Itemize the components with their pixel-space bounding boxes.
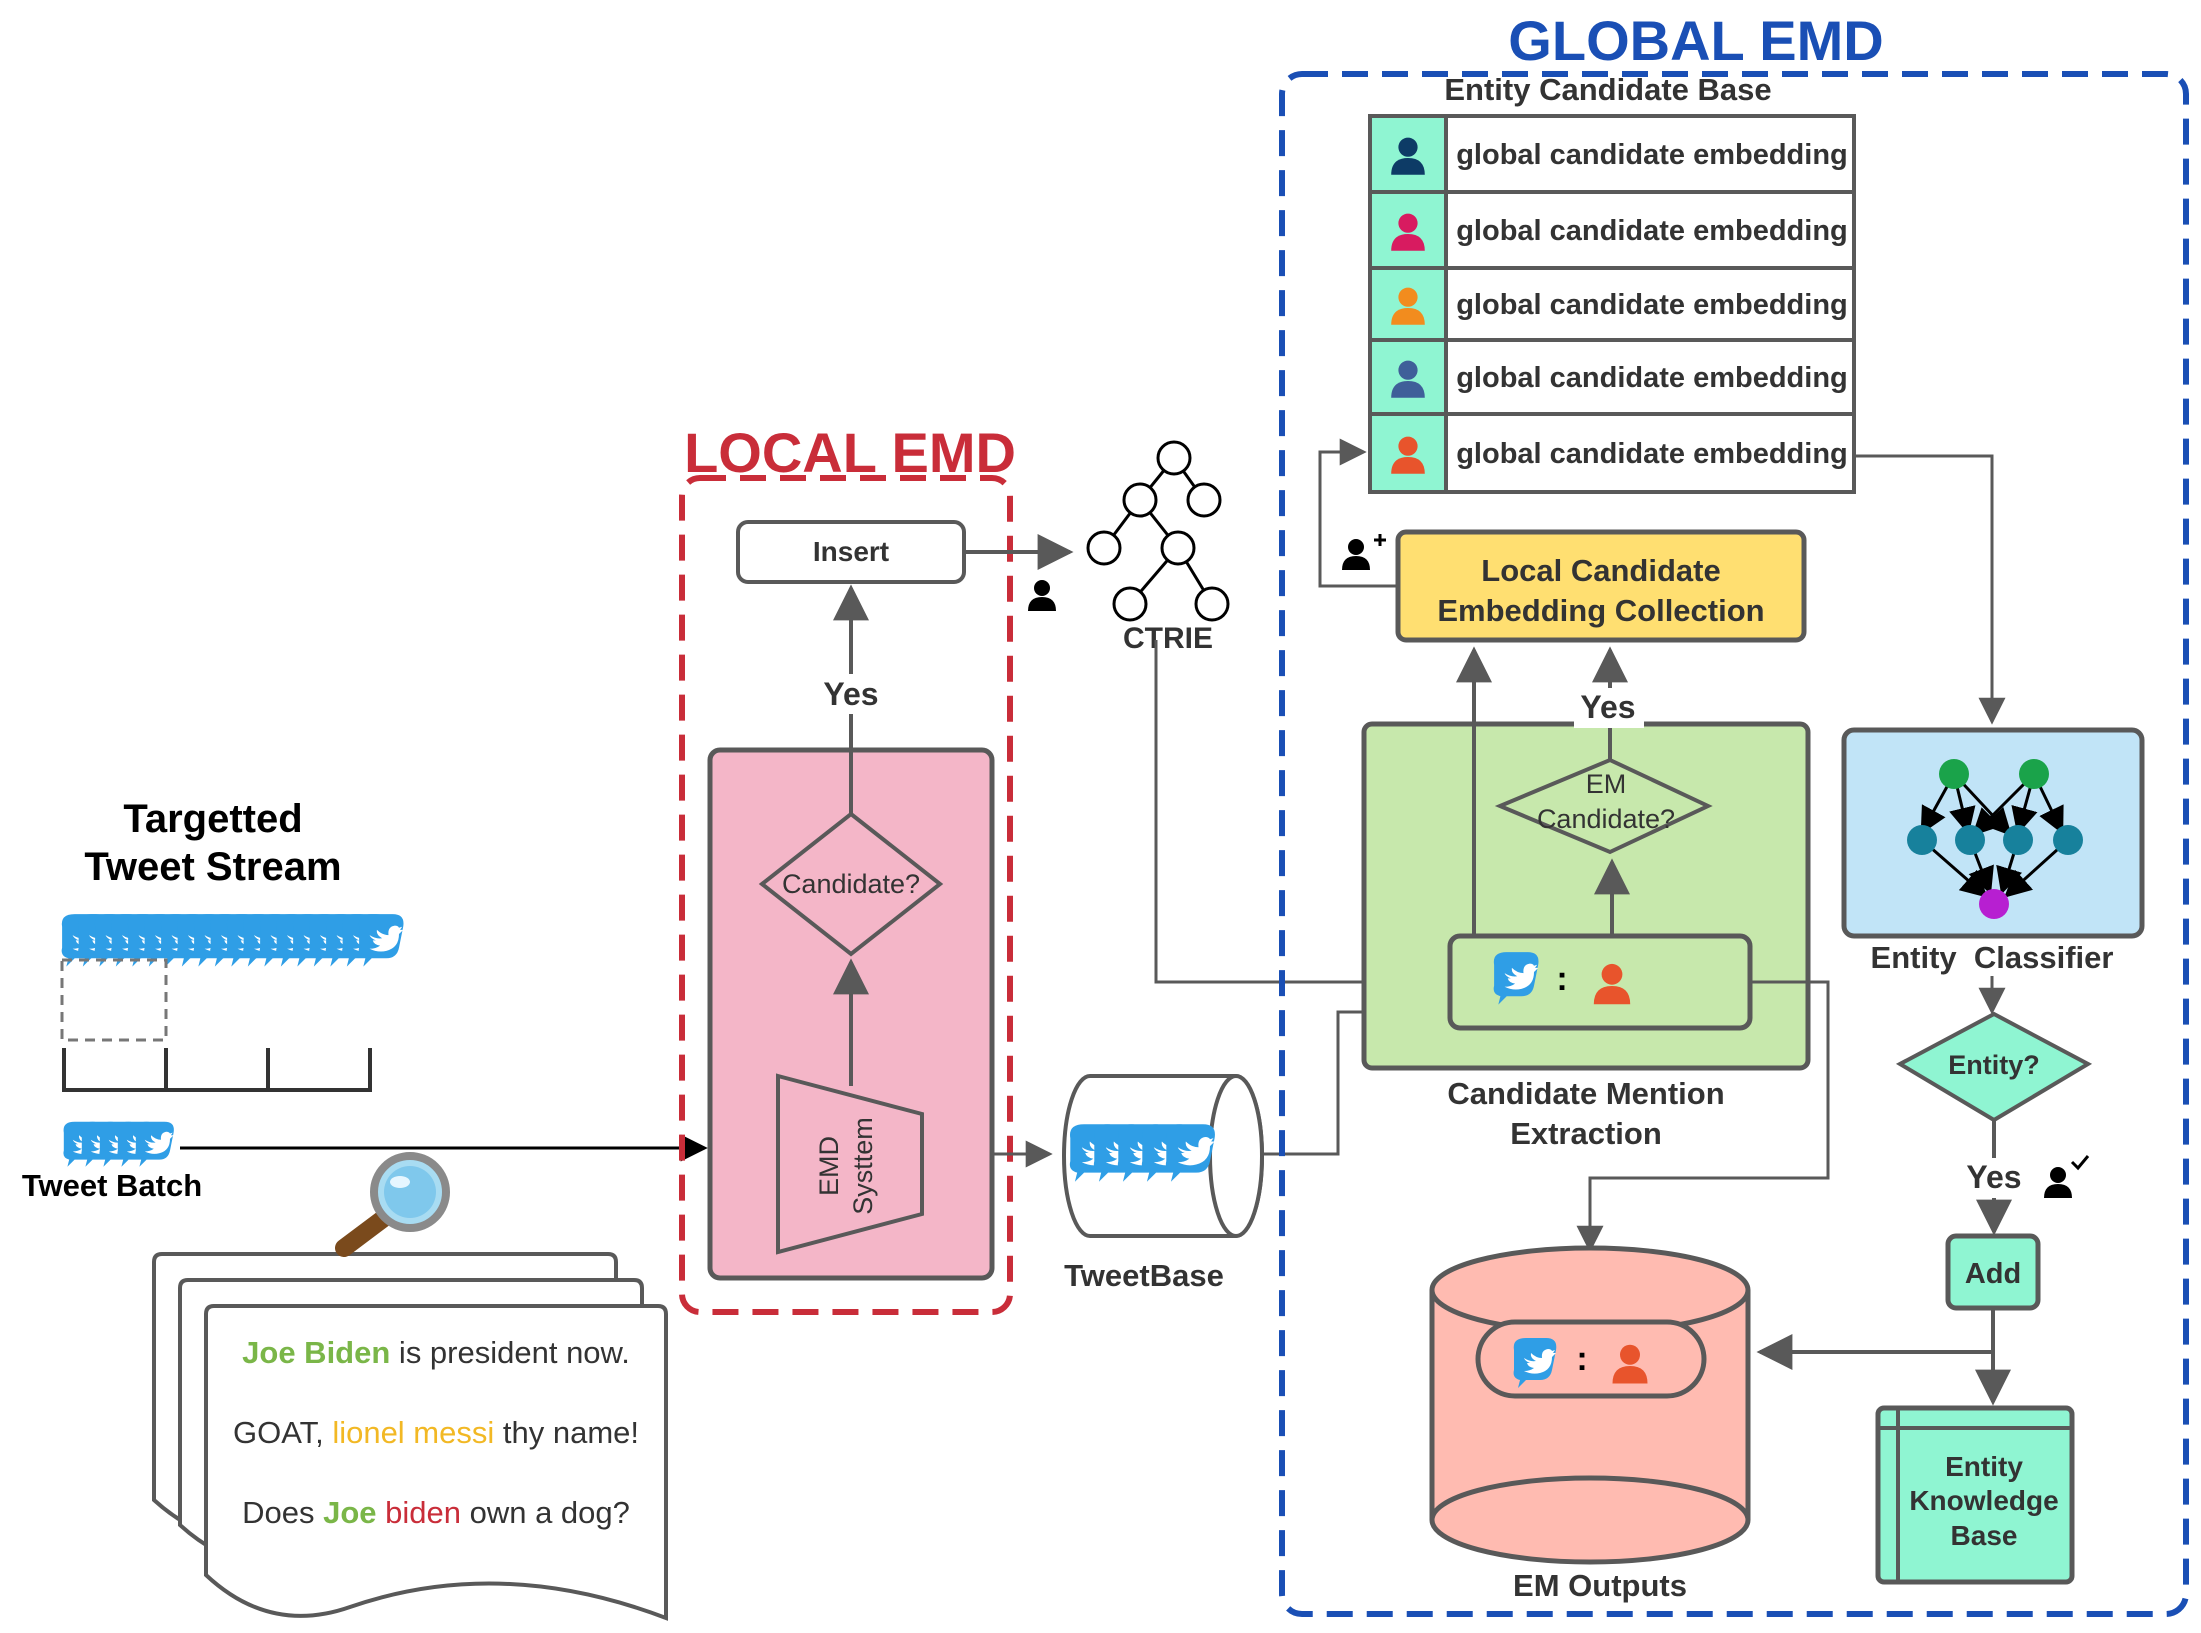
tweet-text-span: Joe Biden [242, 1335, 390, 1370]
em-outputs-base [1429, 1475, 1751, 1521]
tweet-stream-icons [61, 914, 404, 967]
tweet-text-span: biden [377, 1495, 461, 1530]
tweetbase-store [1062, 1074, 1264, 1238]
ecb-text-cell [1444, 190, 1856, 270]
stream-timeline-ruler [62, 1048, 372, 1092]
ecb-to-classifier-arrow [1854, 454, 2006, 725]
tweet-text-span: lionel messi [332, 1415, 494, 1450]
yes-label-bg [1958, 1158, 2030, 1198]
cme-line2: Extraction [1510, 1116, 1662, 1151]
stream-title-line2: Tweet Stream [84, 845, 341, 889]
tweet-batch-icons [63, 1121, 174, 1167]
add-label: Add [1965, 1258, 2021, 1290]
pair-separator: : [1576, 1340, 1587, 1378]
ecb-row-label: global candidate embedding [1456, 362, 1848, 394]
twitter-bird-icon [135, 1121, 174, 1167]
ecb-row-label: global candidate embedding [1456, 215, 1848, 247]
output-pair-box [1475, 1319, 1707, 1399]
ctrie-label: CTRIE [1123, 622, 1213, 655]
candidate-decision [758, 811, 944, 957]
ekb-line1: Entity [1945, 1451, 2023, 1482]
ekb-line2: Knowledge [1909, 1485, 2058, 1516]
tweet-text-2: GOAT, lionel messi thy name! [233, 1415, 639, 1450]
emd-system-line2: Systtem [848, 1117, 878, 1215]
tweet-documents: Joe Biden is president now. GOAT, lionel… [152, 1252, 668, 1621]
global-emd-title: GLOBAL EMD [1508, 9, 1883, 72]
candidate-decision-label: Candidate? [782, 869, 920, 899]
em-candidate-line1: EM [1586, 769, 1627, 799]
emd-system-block [776, 1073, 924, 1255]
ctrie-to-mention-arrow [1154, 640, 1451, 996]
tweet-batch-label: Tweet Batch [22, 1168, 202, 1203]
tweet-text-span: Joe [323, 1495, 376, 1530]
lcec-to-ecb-arrow [1318, 438, 1398, 588]
global-emd-section: GLOBAL EMD Entity Candidate Base global … [1279, 9, 2189, 1617]
em-outputs-top [1429, 1245, 1751, 1335]
tweetbase-label: TweetBase [1064, 1258, 1224, 1293]
em-candidate-decision [1494, 757, 1713, 855]
ecb-row-label: global candidate embedding [1456, 438, 1848, 470]
tweet-text-1: Joe Biden is president now. [242, 1335, 630, 1370]
ecb-row-label: global candidate embedding [1456, 139, 1848, 171]
mention-to-outputs-arrow [1576, 980, 1830, 1253]
em-outputs-label: EM Outputs [1513, 1568, 1687, 1603]
ecb-text-cell [1444, 114, 1856, 194]
insert-label: Insert [813, 536, 889, 567]
ecb-text-cell [1444, 412, 1856, 494]
local-emd-section: LOCAL EMD Insert Candidate? EMD Systtem … [679, 421, 1016, 1315]
local-emd-boundary [679, 475, 1013, 1315]
local-emd-title: LOCAL EMD [684, 421, 1016, 484]
ecb-row: global candidate embedding [1368, 338, 1856, 416]
yes-label-bg [1574, 688, 1644, 728]
person-icon [1028, 580, 1056, 611]
tweet-text-span: GOAT, [233, 1415, 332, 1450]
add-person-icon [1342, 534, 1386, 570]
ecb-title: Entity Candidate Base [1444, 72, 1771, 107]
ecb-row-label: global candidate embedding [1456, 289, 1848, 321]
tweet-text-3: Does Joe biden own a dog? [242, 1495, 630, 1530]
yes-label-bg [818, 674, 884, 714]
stream-title-line1: Targetted [123, 797, 302, 841]
entity-knowledge-base-box [1875, 1405, 2075, 1585]
cme-line1: Candidate Mention [1447, 1076, 1724, 1111]
lcec-line1: Local Candidate [1481, 553, 1720, 588]
tweet-text-span: is president now. [390, 1335, 630, 1370]
global-yes-top-label: Yes [1580, 689, 1635, 725]
ecb-text-cell [1444, 338, 1856, 416]
tweet-text-span: Does [242, 1495, 323, 1530]
ekb-line3: Base [1951, 1520, 2018, 1551]
ecb-row: global candidate embedding [1368, 412, 1856, 494]
twitter-bird-icon [358, 914, 404, 967]
tweet-stream: Targetted Tweet Stream Tweet Batch [22, 797, 708, 1203]
lcec-line2: Embedding Collection [1437, 593, 1764, 628]
entity-classifier-label: Entity Classifier [1871, 940, 2114, 975]
pair-separator: : [1556, 960, 1567, 998]
tweet-text-span: own a dog? [461, 1495, 630, 1530]
magnifier-icon [335, 1152, 450, 1257]
neural-network-icon [1907, 759, 2083, 919]
emd-system-line1: EMD [814, 1136, 844, 1196]
ecb-row: global candidate embedding [1368, 114, 1856, 194]
global-emd-boundary [1279, 71, 2189, 1617]
ctrie-tree [1086, 440, 1230, 622]
entity-decision-label: Entity? [1948, 1050, 2040, 1080]
doc-page-front [204, 1304, 668, 1621]
global-yes-bottom-label: Yes [1966, 1159, 2021, 1195]
person-check-icon [2044, 1155, 2090, 1198]
ecb-text-cell [1444, 266, 1856, 342]
ecb-row: global candidate embedding [1368, 190, 1856, 270]
batch-selection-box [60, 958, 168, 1042]
entity-candidate-base: global candidate embedding global candida… [1368, 114, 1856, 494]
em-candidate-line2: Candidate? [1537, 804, 1675, 834]
ecb-row: global candidate embedding [1368, 266, 1856, 342]
local-yes-label: Yes [823, 676, 878, 712]
tweet-text-span: thy name! [494, 1415, 639, 1450]
